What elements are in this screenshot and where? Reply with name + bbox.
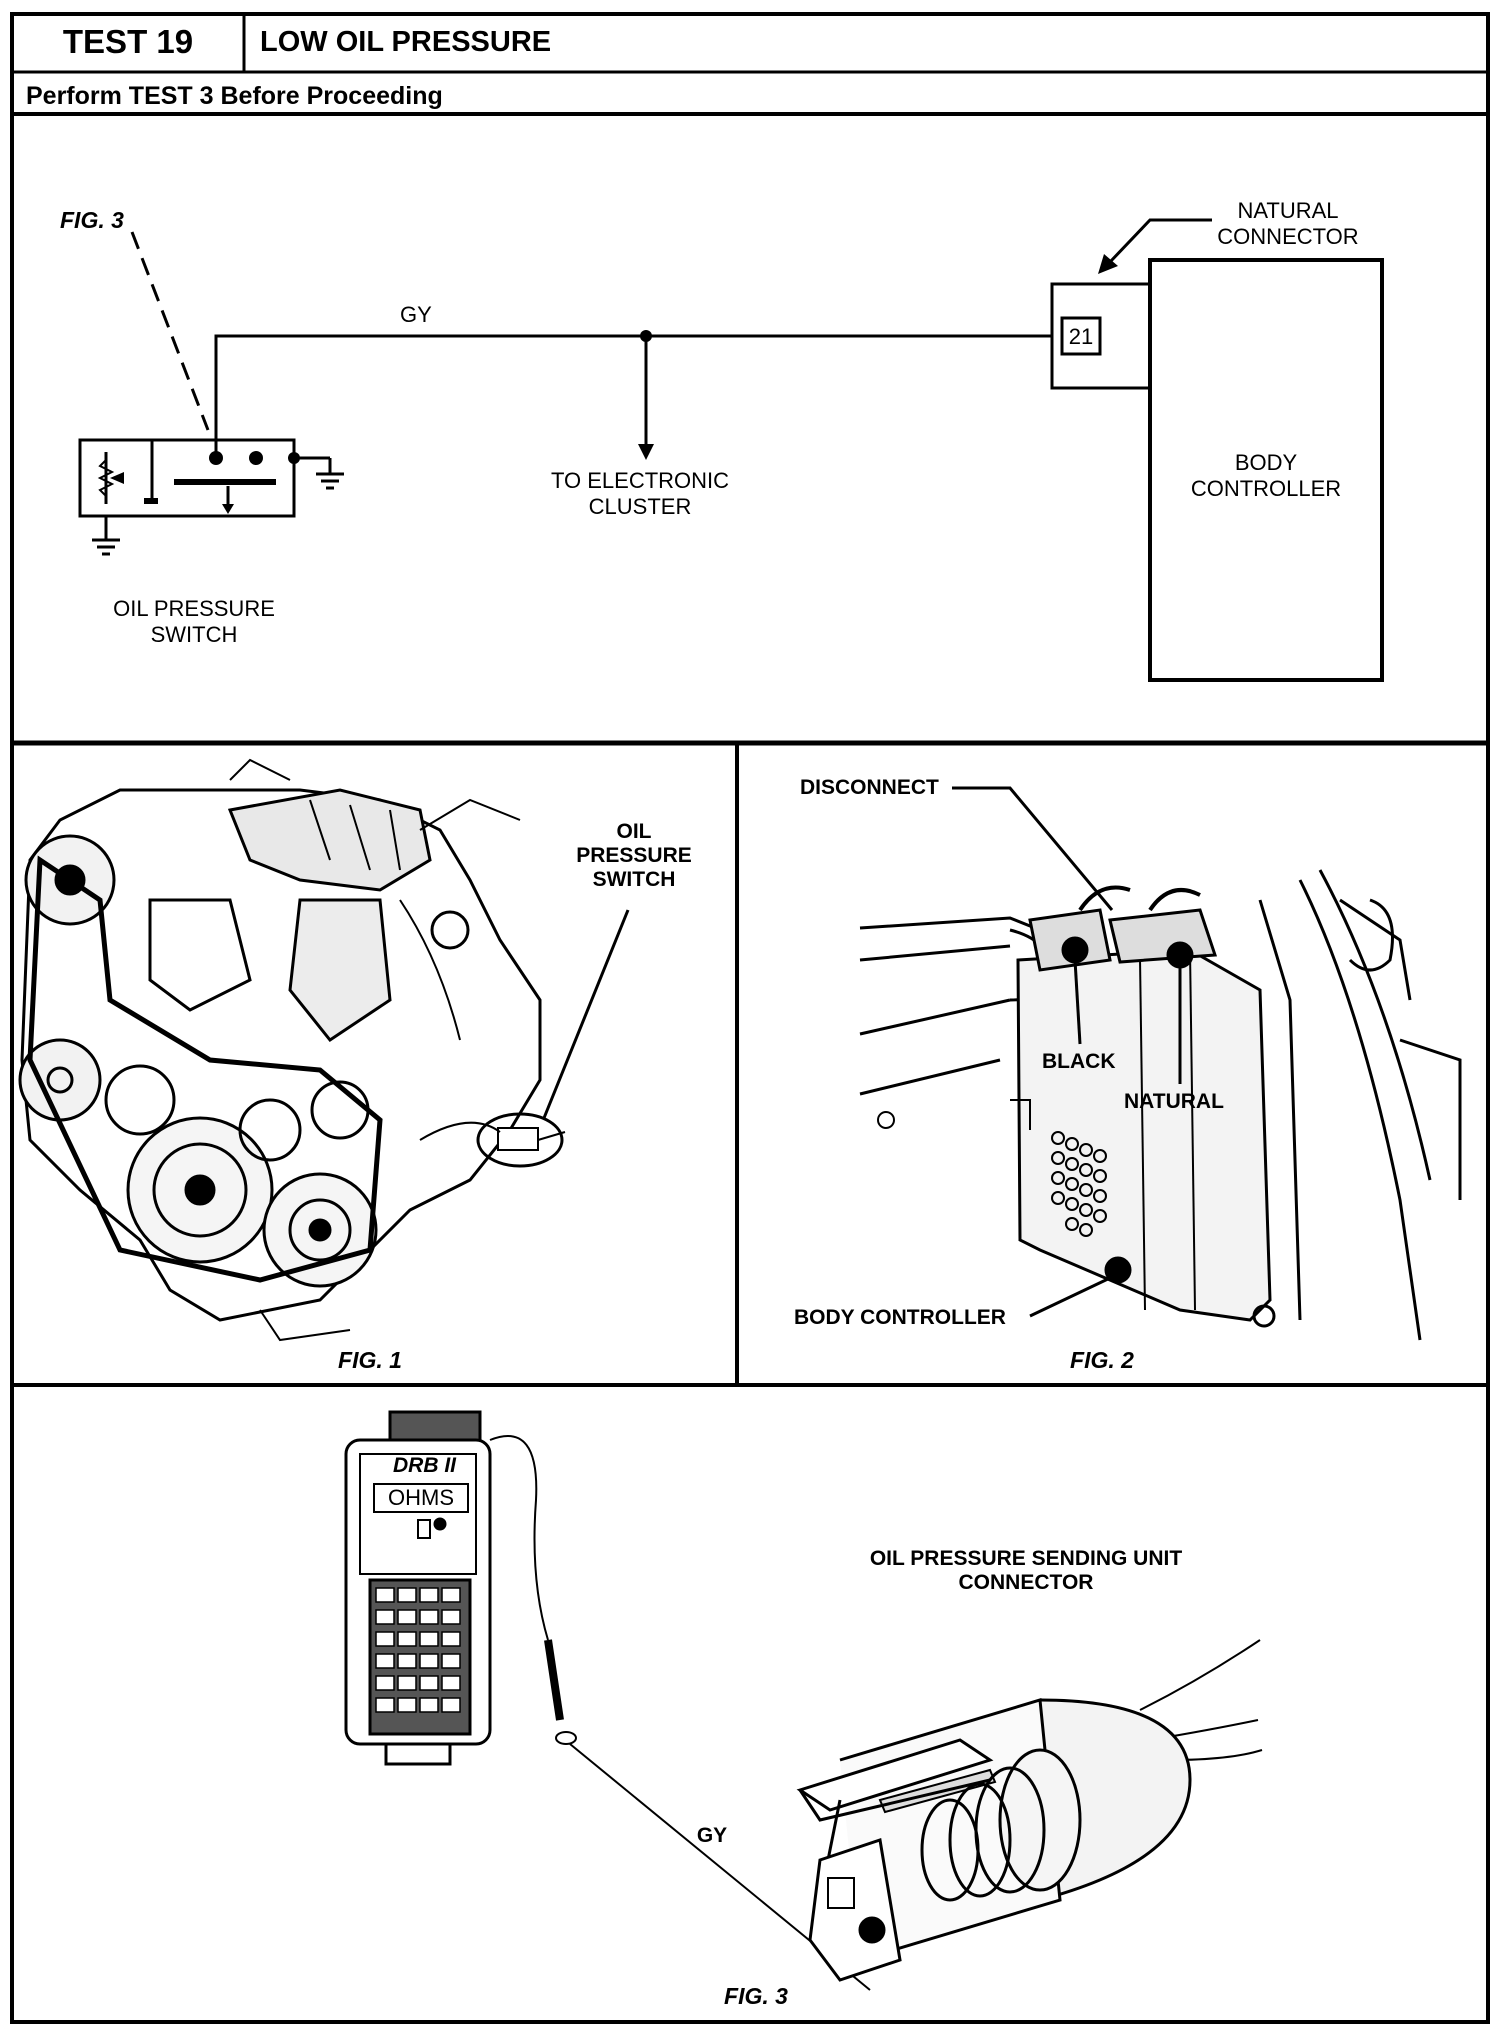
fig2-black: BLACK — [1042, 1050, 1116, 1073]
cluster-label-1: TO ELECTRONIC — [551, 468, 729, 493]
fig3-sending-unit-connector — [796, 1639, 1263, 1982]
switch-label-2: SWITCH — [151, 622, 238, 647]
test-subtitle: Perform TEST 3 Before Proceeding — [26, 81, 443, 110]
fig3-connector-label-1: OIL PRESSURE SENDING UNIT — [870, 1547, 1182, 1570]
connector-label-2: CONNECTOR — [1217, 224, 1358, 249]
body-controller-box — [1148, 258, 1384, 682]
connector-leader — [1108, 218, 1212, 264]
schematic: FIG. 3 GY TO ELECTRONIC CLUSTER — [60, 198, 1384, 682]
fig3-caption: FIG. 3 — [724, 1983, 788, 2009]
fig3-connector-label-2: CONNECTOR — [959, 1571, 1094, 1594]
connector-arrow — [1098, 254, 1118, 274]
page-frame — [10, 12, 1490, 2024]
test-title: LOW OIL PRESSURE — [260, 25, 552, 58]
oil-pressure-switch-symbol — [78, 438, 344, 556]
fig1-caption: FIG. 1 — [338, 1347, 402, 1373]
fig3-leader — [130, 231, 210, 431]
tester-display: OHMS — [388, 1485, 454, 1510]
switch-label-1: OIL PRESSURE — [113, 596, 275, 621]
controller-leader — [1029, 1276, 1111, 1318]
fig2-disconnect: DISCONNECT — [800, 776, 939, 799]
fig2-natural: NATURAL — [1124, 1090, 1224, 1113]
connector-label-1: NATURAL — [1237, 198, 1338, 223]
controller-label-2: CONTROLLER — [1191, 476, 1341, 501]
fig2-caption: FIG. 2 — [1070, 1347, 1134, 1373]
controller-label-1: BODY — [1235, 450, 1298, 475]
fig1-callout-3: SWITCH — [593, 868, 676, 891]
cluster-label-2: CLUSTER — [589, 494, 692, 519]
test-number: TEST 19 — [62, 23, 194, 60]
pin-box — [1060, 316, 1102, 356]
fig1-engine-illustration — [18, 758, 630, 1342]
fig1-callout-2: PRESSURE — [576, 844, 692, 867]
black-leader — [1073, 959, 1082, 1045]
cluster-arrow — [638, 444, 654, 460]
fig3-drb-tester — [344, 1410, 871, 1991]
pin-number: 21 — [1069, 324, 1093, 349]
tester-brand: DRB II — [393, 1454, 457, 1477]
fig3-wire-label: GY — [697, 1824, 727, 1847]
disconnect-leader — [952, 786, 1114, 911]
wire-label: GY — [400, 302, 432, 327]
fig2-body-controller: BODY CONTROLLER — [794, 1306, 1006, 1329]
fig1-callout-1: OIL — [617, 820, 652, 843]
gy-wire — [214, 334, 1052, 452]
fig3-reference: FIG. 3 — [60, 207, 124, 233]
